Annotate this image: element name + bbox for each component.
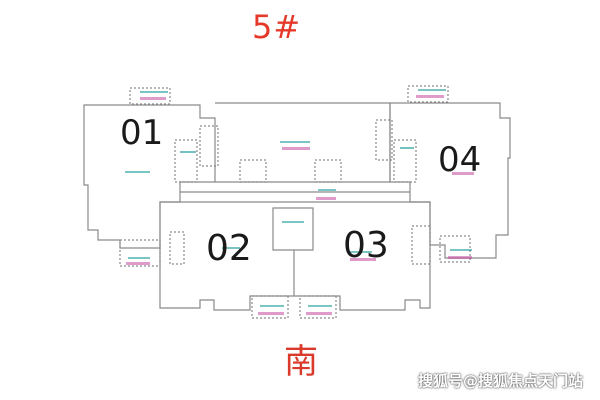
building-number-title: 5# <box>252 8 302 46</box>
unit-04-label: 04 <box>438 140 482 180</box>
unit-01-label: 01 <box>120 113 164 153</box>
watermark: 搜狐号@搜狐焦点天门站 <box>418 372 584 390</box>
unit-02-label: 02 <box>206 228 252 269</box>
unit-04-outline <box>389 102 511 259</box>
orientation-label-south: 南 <box>284 342 318 382</box>
stair-box <box>272 207 314 251</box>
unit-03-label: 03 <box>343 225 389 266</box>
lower-block-outline <box>159 201 431 311</box>
